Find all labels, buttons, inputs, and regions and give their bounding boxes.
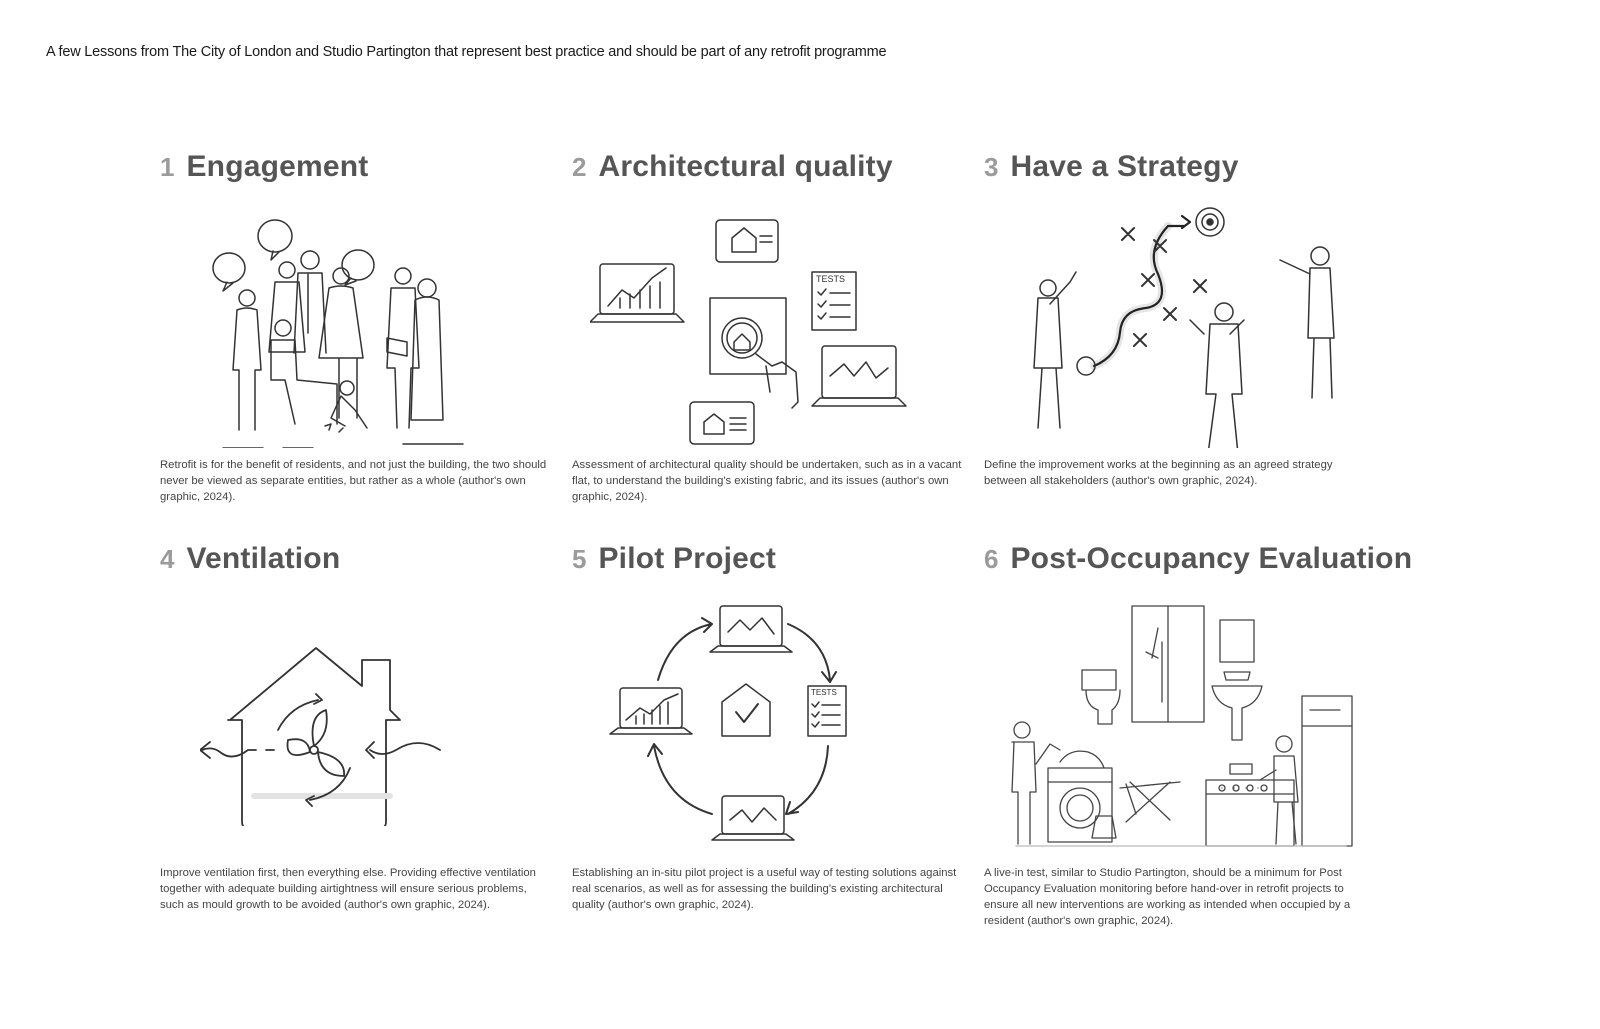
cycle-arrow [648, 744, 712, 814]
architectural-quality-illustration: TESTS [590, 216, 910, 456]
lesson-heading: 2 Architectural quality [572, 150, 893, 184]
lesson-heading: 5 Pilot Project [572, 542, 776, 576]
washing-machine-icon [1048, 768, 1112, 842]
lesson-caption: Improve ventilation first, then everythi… [160, 867, 536, 911]
line-graph-icon [830, 362, 888, 378]
magnifier-icon [722, 318, 762, 358]
pilot-project-illustration: TESTS [602, 600, 902, 850]
lesson-title: Post-Occupancy Evaluation [1010, 542, 1413, 575]
lesson-caption: Retrofit is for the benefit of residents… [160, 459, 547, 503]
house-outline [228, 648, 400, 826]
engagement-illustration [205, 218, 505, 448]
lesson-heading: 1 Engagement [160, 150, 369, 184]
lesson-number: 3 [984, 152, 999, 182]
bar-chart-icon [608, 268, 666, 308]
lesson-number: 5 [572, 544, 587, 574]
lesson-caption: Define the improvement works at the begi… [984, 459, 1333, 487]
cycle-arrow [658, 618, 712, 680]
lesson-number: 6 [984, 544, 999, 574]
strategy-path [1094, 226, 1184, 366]
strategy-illustration [1014, 198, 1354, 448]
airflow-arrow-in [366, 742, 440, 758]
lesson-number: 1 [160, 152, 175, 182]
house-icon [732, 228, 756, 252]
mirror-icon [1220, 620, 1254, 662]
laundry-rack-icon [1120, 782, 1180, 822]
ventilation-illustration [200, 646, 460, 826]
cycle-arrow [786, 746, 828, 814]
lesson-title: Engagement [186, 150, 369, 183]
lesson-caption: Assessment of architectural quality shou… [572, 459, 962, 503]
lesson-title: Have a Strategy [1010, 150, 1239, 183]
checklist-icon [818, 289, 850, 319]
tests-label: TESTS [811, 688, 837, 697]
toilet-icon [1082, 670, 1120, 724]
pointing-hand-icon [756, 354, 798, 408]
lesson-number: 2 [572, 152, 587, 182]
lesson-heading: 6 Post-Occupancy Evaluation [984, 542, 1412, 576]
lesson-title: Architectural quality [598, 150, 893, 183]
target-icon [1196, 208, 1224, 236]
house-check-icon [722, 684, 770, 736]
tests-label: TESTS [816, 274, 845, 284]
post-occupancy-illustration [996, 602, 1366, 852]
lesson-heading: 4 Ventilation [160, 542, 340, 576]
fan-icon [310, 746, 318, 754]
cycle-arrow [788, 624, 836, 682]
lesson-title: Pilot Project [598, 542, 777, 575]
fridge-icon [1302, 696, 1352, 846]
lesson-heading: 3 Have a Strategy [984, 150, 1239, 184]
intro-text: A few Lessons from The City of London an… [46, 44, 887, 60]
sink-icon [1212, 686, 1262, 740]
lesson-caption: A live-in test, similar to Studio Partin… [984, 867, 1351, 927]
lesson-caption: Establishing an in-situ pilot project is… [572, 867, 957, 911]
airflow-arrow-out [200, 742, 274, 758]
lesson-number: 4 [160, 544, 175, 574]
lesson-title: Ventilation [186, 542, 341, 575]
